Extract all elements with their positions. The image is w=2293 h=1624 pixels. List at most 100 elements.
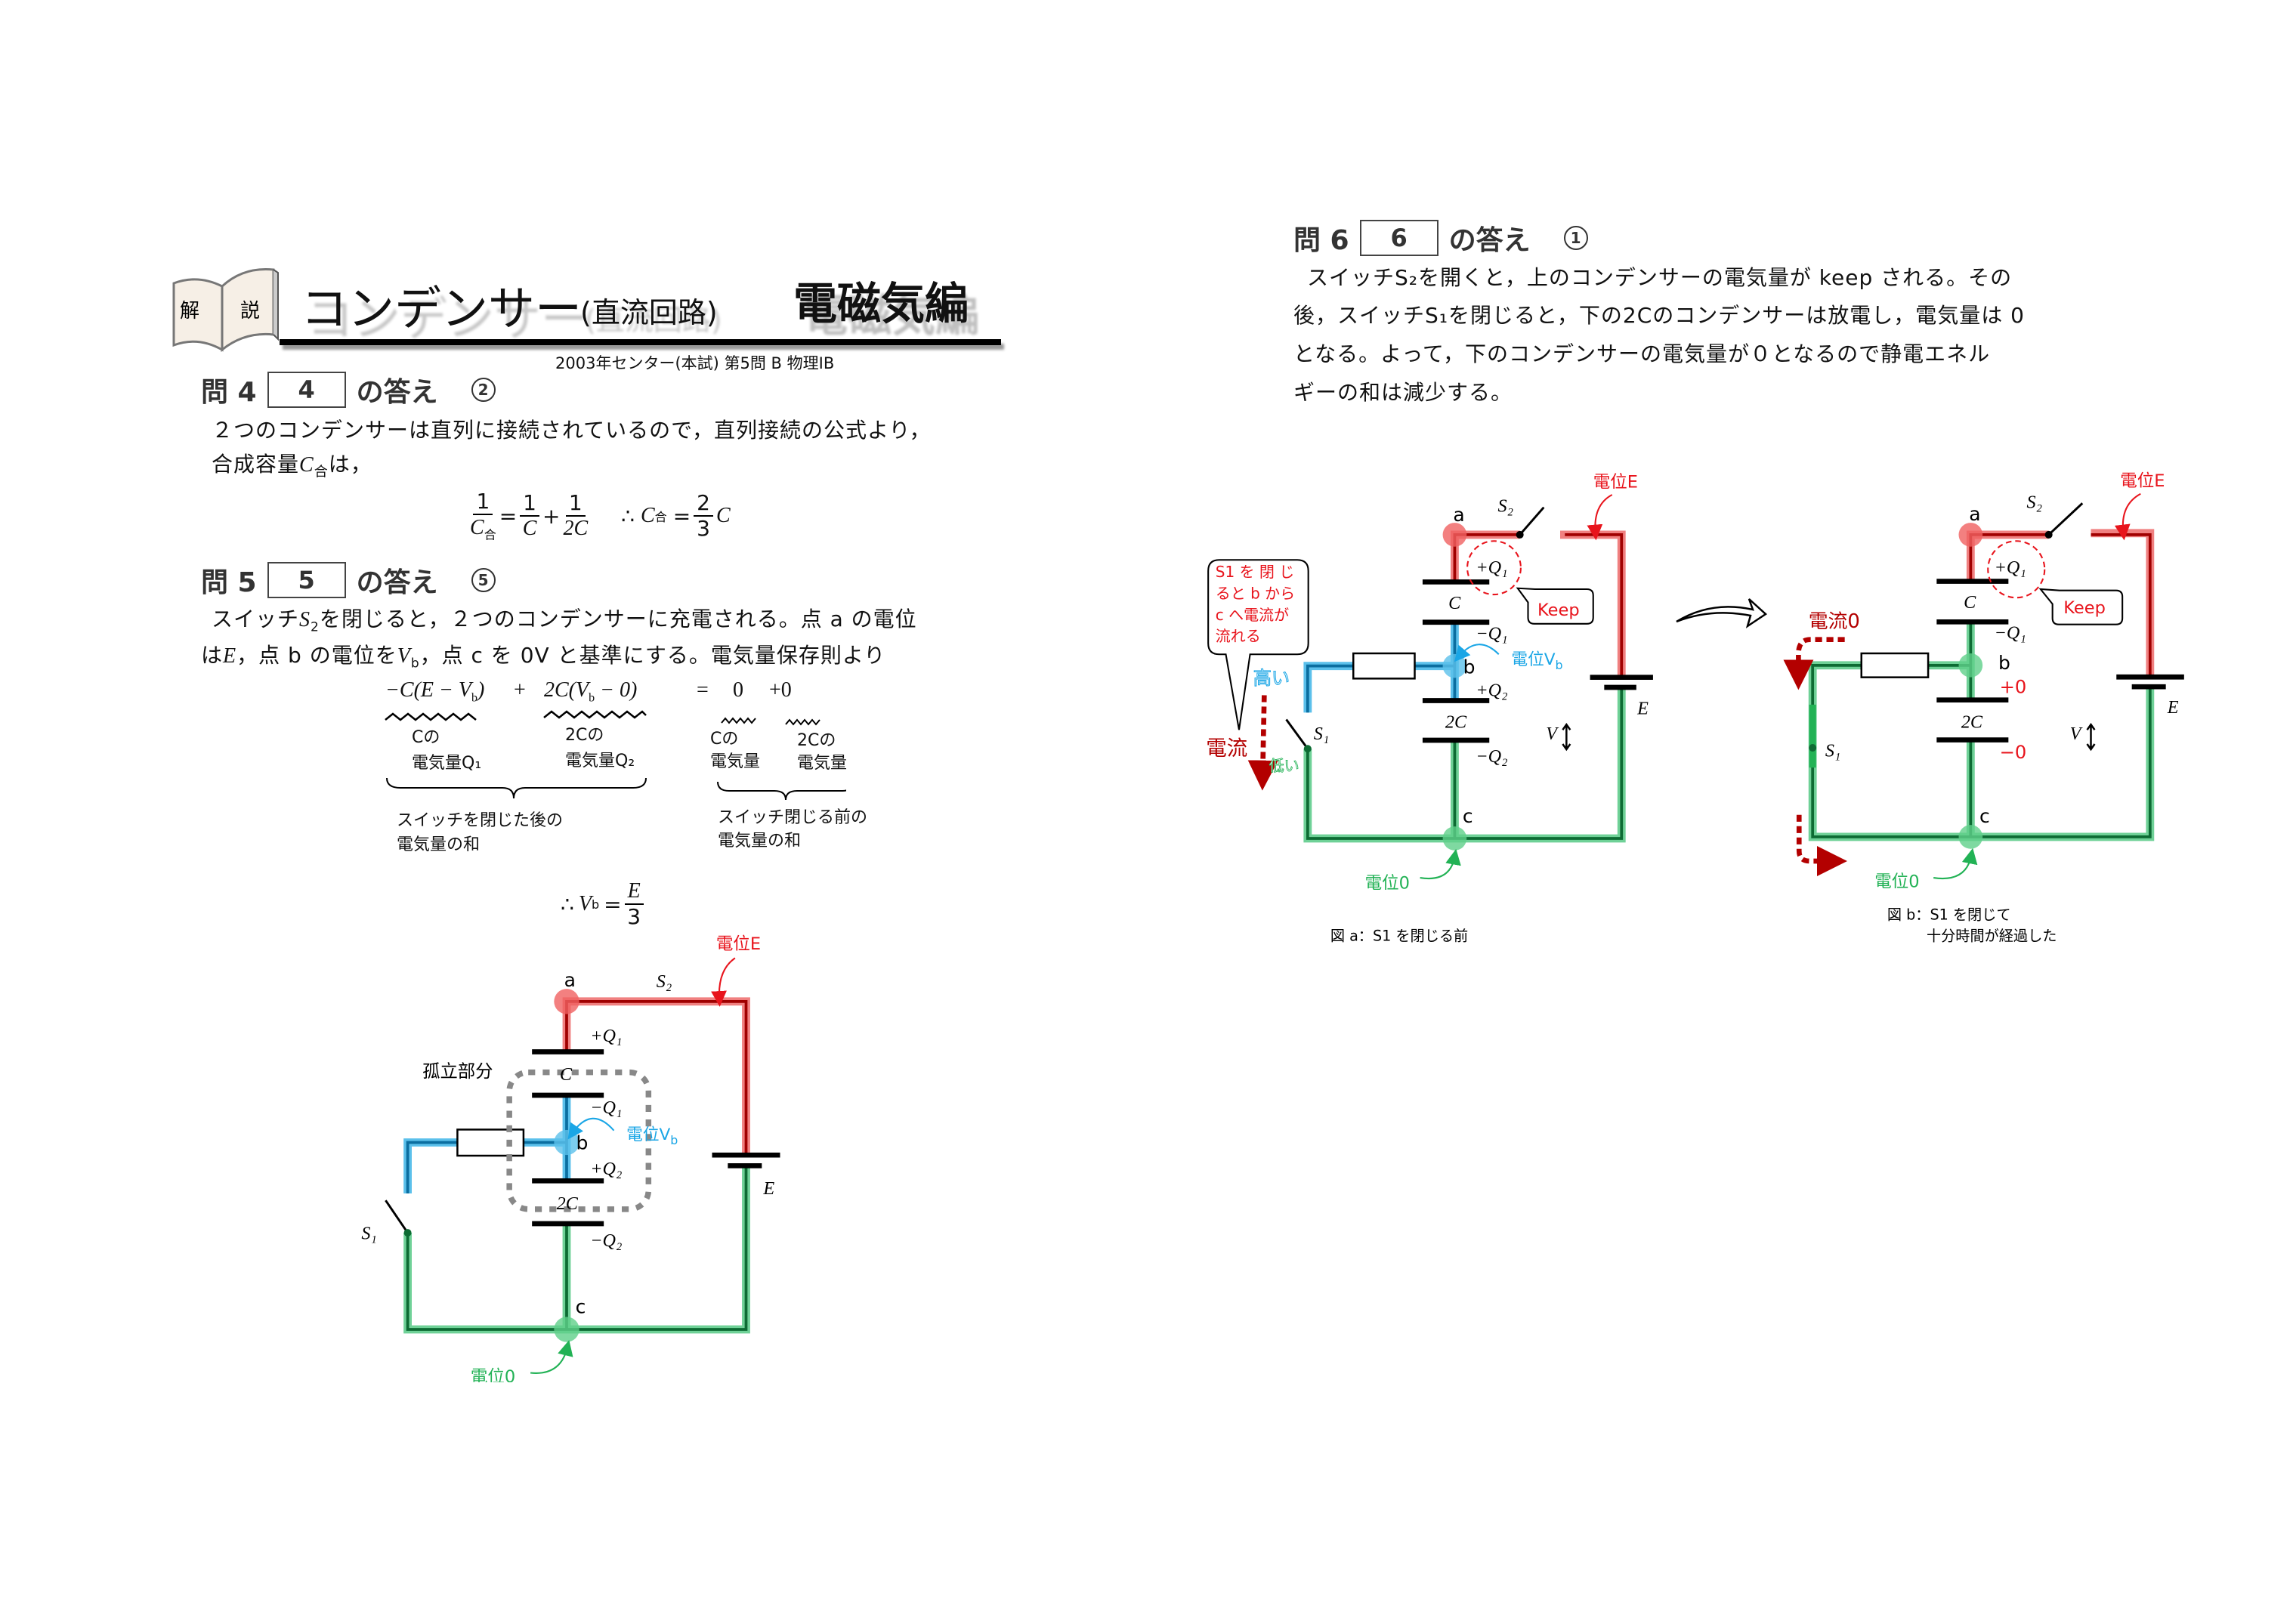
- s: b: [589, 691, 595, 705]
- q5-answer-box: 5: [267, 562, 346, 598]
- q6-line-2: 後，スイッチS₁を閉じると，下の2Cのコンデンサーは放電し，電気量は 0: [1293, 303, 2025, 328]
- label-plus-q1: +Q₁: [590, 1026, 622, 1046]
- switch-s2-pivot: [2044, 530, 2053, 539]
- label-plus-q2: +Q₂: [590, 1159, 622, 1179]
- q5-heading: 問 5 5 の答え 5: [201, 560, 496, 600]
- node-a: [554, 989, 579, 1014]
- capacitor-plates: [1936, 579, 2184, 743]
- bubble-line-2: ると b から: [1216, 585, 1295, 603]
- node-a: [1442, 523, 1467, 547]
- s: b: [1556, 658, 1563, 672]
- node-b: [554, 1129, 579, 1156]
- q4-var: C: [299, 453, 314, 477]
- frac-den: C: [522, 517, 537, 541]
- label-potential-0: 電位0: [1874, 872, 1919, 892]
- eq-term1: −C(E − Vb): [385, 678, 484, 705]
- t: ): [477, 678, 485, 702]
- label-c: c: [1463, 805, 1473, 827]
- note-4-top: 2Cの: [797, 731, 836, 750]
- red-wire: [562, 997, 750, 1156]
- frac-den: 2C: [563, 517, 589, 541]
- resistor: [1860, 652, 1930, 678]
- q6-suffix: の答え: [1448, 225, 1531, 256]
- book-label-1: 解: [180, 300, 199, 323]
- label-b: b: [1463, 656, 1476, 678]
- therefore: ∴: [561, 891, 574, 917]
- label-potential-0: 電位0: [1365, 874, 1410, 894]
- label-c-cap: C: [1448, 593, 1461, 613]
- label-a: a: [564, 969, 576, 991]
- q6-label: 問 6: [1293, 225, 1349, 256]
- frac-num: 1: [520, 490, 539, 517]
- current-arrow-bottom: [1796, 814, 1848, 876]
- wavy-underline: [543, 710, 647, 719]
- frac-den: 3: [627, 904, 641, 930]
- eq-wavy-underlines-and-braces: [385, 710, 846, 801]
- isolated-region-outline: [506, 1069, 652, 1212]
- bubble-line-3: c へ電流が: [1216, 606, 1289, 624]
- c-var: C: [640, 504, 655, 528]
- switch-s1-open: [1285, 718, 1309, 750]
- low-potential-label: 低い: [1269, 756, 1299, 774]
- c-sub: 合: [654, 510, 667, 525]
- label-plus-q1: +Q₁: [1995, 557, 2026, 578]
- q6-line-3: となる。よって，下のコンデンサーの電気量が０となるので静電エネル: [1293, 341, 1991, 366]
- keep-label: Keep: [1537, 601, 1580, 620]
- label-battery-e: E: [1636, 698, 1649, 718]
- label-a: a: [1453, 504, 1464, 526]
- bubble-line-4: 流れる: [1216, 627, 1261, 645]
- current-zero-label: 電流0: [1809, 610, 1860, 633]
- book-icon: 解 説: [168, 261, 281, 355]
- label-s1: S₁: [1825, 741, 1840, 761]
- capacitor-plates: [532, 1049, 780, 1227]
- s: b: [471, 691, 477, 705]
- q4-line-2: 合成容量C合は，: [212, 448, 372, 481]
- t: 電位V: [1511, 650, 1555, 669]
- label-potential-e: 電位E: [716, 934, 761, 954]
- note-2-bottom: 電気量Q₂: [565, 752, 635, 770]
- label-c: c: [1979, 805, 1990, 827]
- label-voltage: V: [1546, 724, 1559, 744]
- label-plus-q2: +Q₂: [1476, 681, 1507, 701]
- t: 電位V: [626, 1125, 670, 1144]
- q6-choice: 1: [1563, 226, 1588, 250]
- page-subtitle: (直流回路): [580, 296, 718, 329]
- label-c-cap: C: [560, 1064, 573, 1085]
- circuit-diagram-b: Keep 電流0 a b c S₂ S₁ 電位E 電位0 C 2C +Q₁ −Q…: [1783, 471, 2184, 944]
- frac-den: 3: [697, 516, 710, 542]
- keep-highlight-circle: [1987, 540, 2046, 599]
- label-minus-q1: −Q₁: [1476, 624, 1507, 644]
- eq-zero: 0: [733, 678, 743, 702]
- eq-equals: =: [697, 678, 709, 702]
- switch-s1-pivot: [1303, 745, 1312, 753]
- wavy-underline: [721, 717, 756, 724]
- high-potential-label: 高い: [1253, 668, 1290, 689]
- label-c-cap: C: [1964, 592, 1976, 613]
- label-a: a: [1969, 503, 1980, 525]
- switch-s1-pivot: [403, 1229, 412, 1237]
- blue-wire: [1303, 622, 1459, 713]
- node-c: [1958, 825, 1983, 849]
- sub: 2: [311, 619, 320, 635]
- q6-line-4: ギーの和は減少する。: [1293, 380, 1513, 405]
- category-title: 電磁気編: [793, 278, 969, 329]
- circuit-diagram-q5: a b c S₂ S₁ 電位E 電位Vb 電位0 孤立部分 C 2C +Q₁ −…: [361, 934, 780, 1382]
- double-arrow-icon: [2086, 722, 2096, 752]
- frac-num: 1: [565, 490, 586, 517]
- potential-vb-arrow: [1454, 644, 1500, 662]
- label-minus-q2: −Q₂: [1476, 746, 1507, 767]
- resistor: [1352, 652, 1416, 680]
- t: − 0): [595, 678, 638, 702]
- label-isolated-part: 孤立部分: [422, 1061, 493, 1082]
- eq-plus: +: [514, 678, 526, 702]
- text: を閉じると，２つのコンデンサーに充電される。点 a の電位: [319, 607, 917, 631]
- brace-left: [386, 777, 647, 799]
- node-c: [1442, 826, 1467, 851]
- q4-heading: 問 4 4 の答え 2: [201, 370, 496, 409]
- speech-bubble: [1207, 559, 1309, 730]
- var: V: [397, 644, 411, 668]
- capacitor-plates: [1422, 579, 1653, 743]
- switch-s2-open: [1519, 506, 1545, 536]
- caption-b-line-1: 図 b：S1 を閉じて: [1887, 906, 2011, 924]
